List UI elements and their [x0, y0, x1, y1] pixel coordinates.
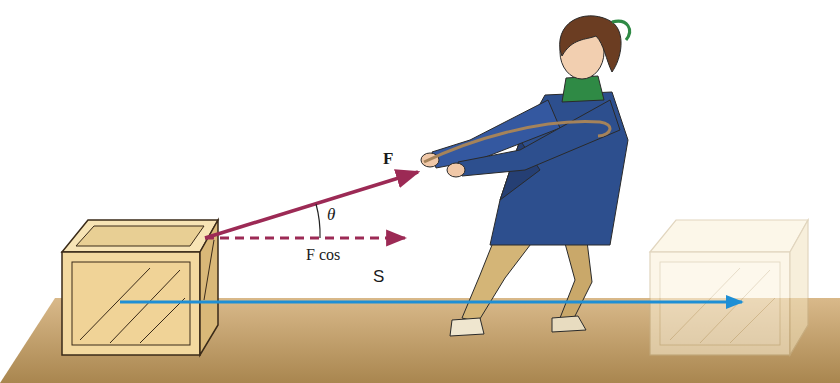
crate — [62, 220, 218, 355]
displacement-vector — [120, 301, 742, 304]
force-label: F — [383, 150, 393, 167]
component-label: F cos — [306, 247, 340, 263]
displacement-label: S — [373, 268, 384, 285]
component-vector — [205, 237, 405, 240]
woman-figure — [421, 16, 630, 336]
angle-label: θ — [327, 206, 335, 223]
rope — [424, 122, 610, 162]
force-vector — [205, 172, 418, 238]
angle-arc — [316, 204, 320, 238]
crate-ghost — [650, 220, 808, 355]
